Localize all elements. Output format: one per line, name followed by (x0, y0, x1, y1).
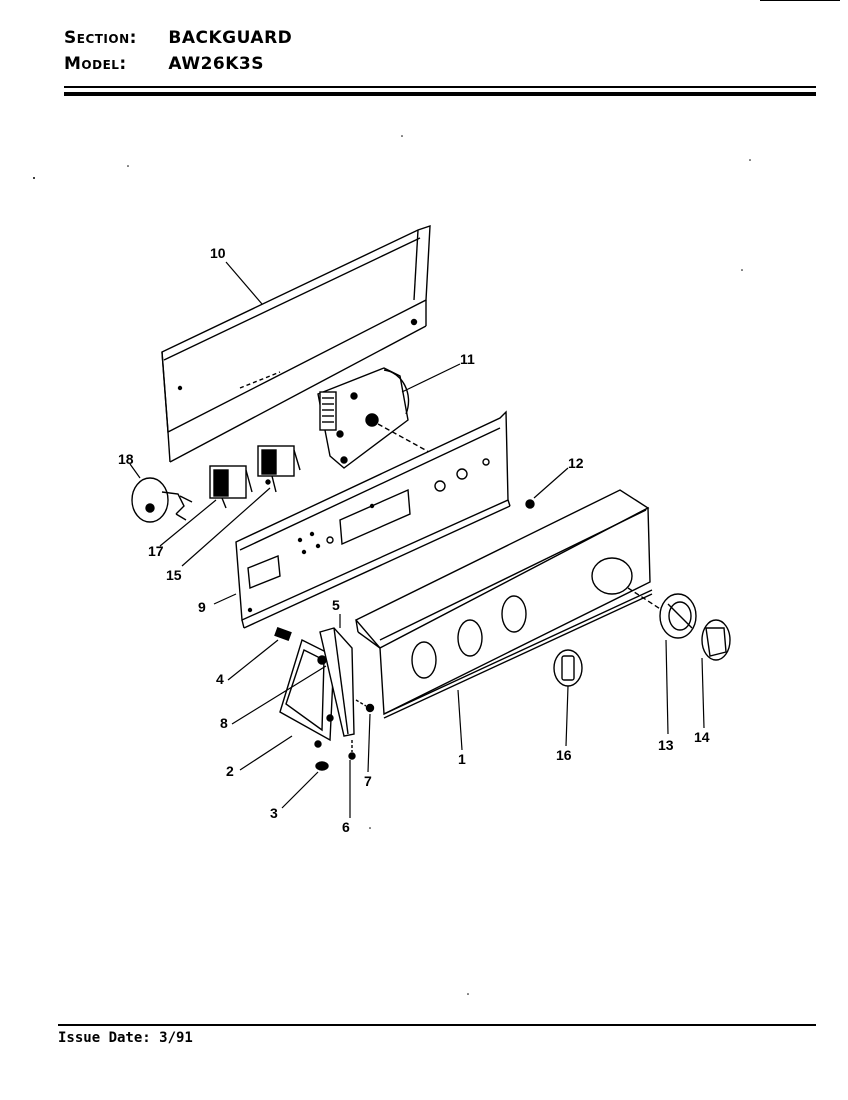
callout-13: 13 (658, 737, 674, 753)
part-17-switch (209, 465, 253, 509)
part-4-clip (274, 626, 292, 642)
part-6-screw (348, 740, 356, 760)
part-18-motor (131, 477, 193, 523)
model-label: Model: (64, 54, 127, 74)
callout-14: 14 (694, 729, 710, 745)
model-value: AW26K3S (168, 54, 264, 74)
part-12-screw (525, 499, 535, 509)
callout-12: 12 (568, 455, 584, 471)
callout-17: 17 (148, 543, 164, 559)
corner-mark (760, 0, 840, 1)
scan-specks (33, 135, 751, 995)
callout-8: 8 (220, 715, 228, 731)
callout-labels: 10 11 12 18 17 15 9 5 4 8 2 3 6 7 1 16 1… (118, 245, 710, 835)
callout-9: 9 (198, 599, 206, 615)
part-3-screw (315, 761, 329, 771)
issue-date: Issue Date: 3/91 (58, 1030, 193, 1046)
callout-10: 10 (210, 245, 226, 261)
section-value: BACKGUARD (168, 28, 293, 48)
callout-16: 16 (556, 747, 572, 763)
callout-1: 1 (458, 751, 466, 767)
callout-6: 6 (342, 819, 350, 835)
callout-15: 15 (166, 567, 182, 583)
header-rule-bottom (64, 92, 816, 96)
part-14-knob (701, 619, 731, 661)
section-label: Section: (64, 28, 137, 48)
callout-4: 4 (216, 671, 224, 687)
part-13-dial (659, 593, 697, 639)
callout-5: 5 (332, 597, 340, 613)
callout-3: 3 (270, 805, 278, 821)
footer-rule (58, 1024, 816, 1026)
callout-11: 11 (460, 351, 475, 367)
callout-18: 18 (118, 451, 134, 467)
callout-7: 7 (364, 773, 372, 789)
callout-2: 2 (226, 763, 234, 779)
part-1-front-console (354, 489, 669, 719)
part-15-switch (257, 445, 301, 493)
leader-lines (129, 261, 705, 818)
header-rule-top (64, 86, 816, 88)
part-9-control-panel-bracket (235, 410, 511, 629)
part-5-strip (319, 627, 355, 737)
section-line: Section: BACKGUARD (64, 28, 292, 48)
part-7-screw (355, 699, 375, 713)
part-16-knob (553, 649, 583, 687)
part-10-rear-cover (161, 225, 431, 463)
model-line: Model: AW26K3S (64, 54, 264, 74)
